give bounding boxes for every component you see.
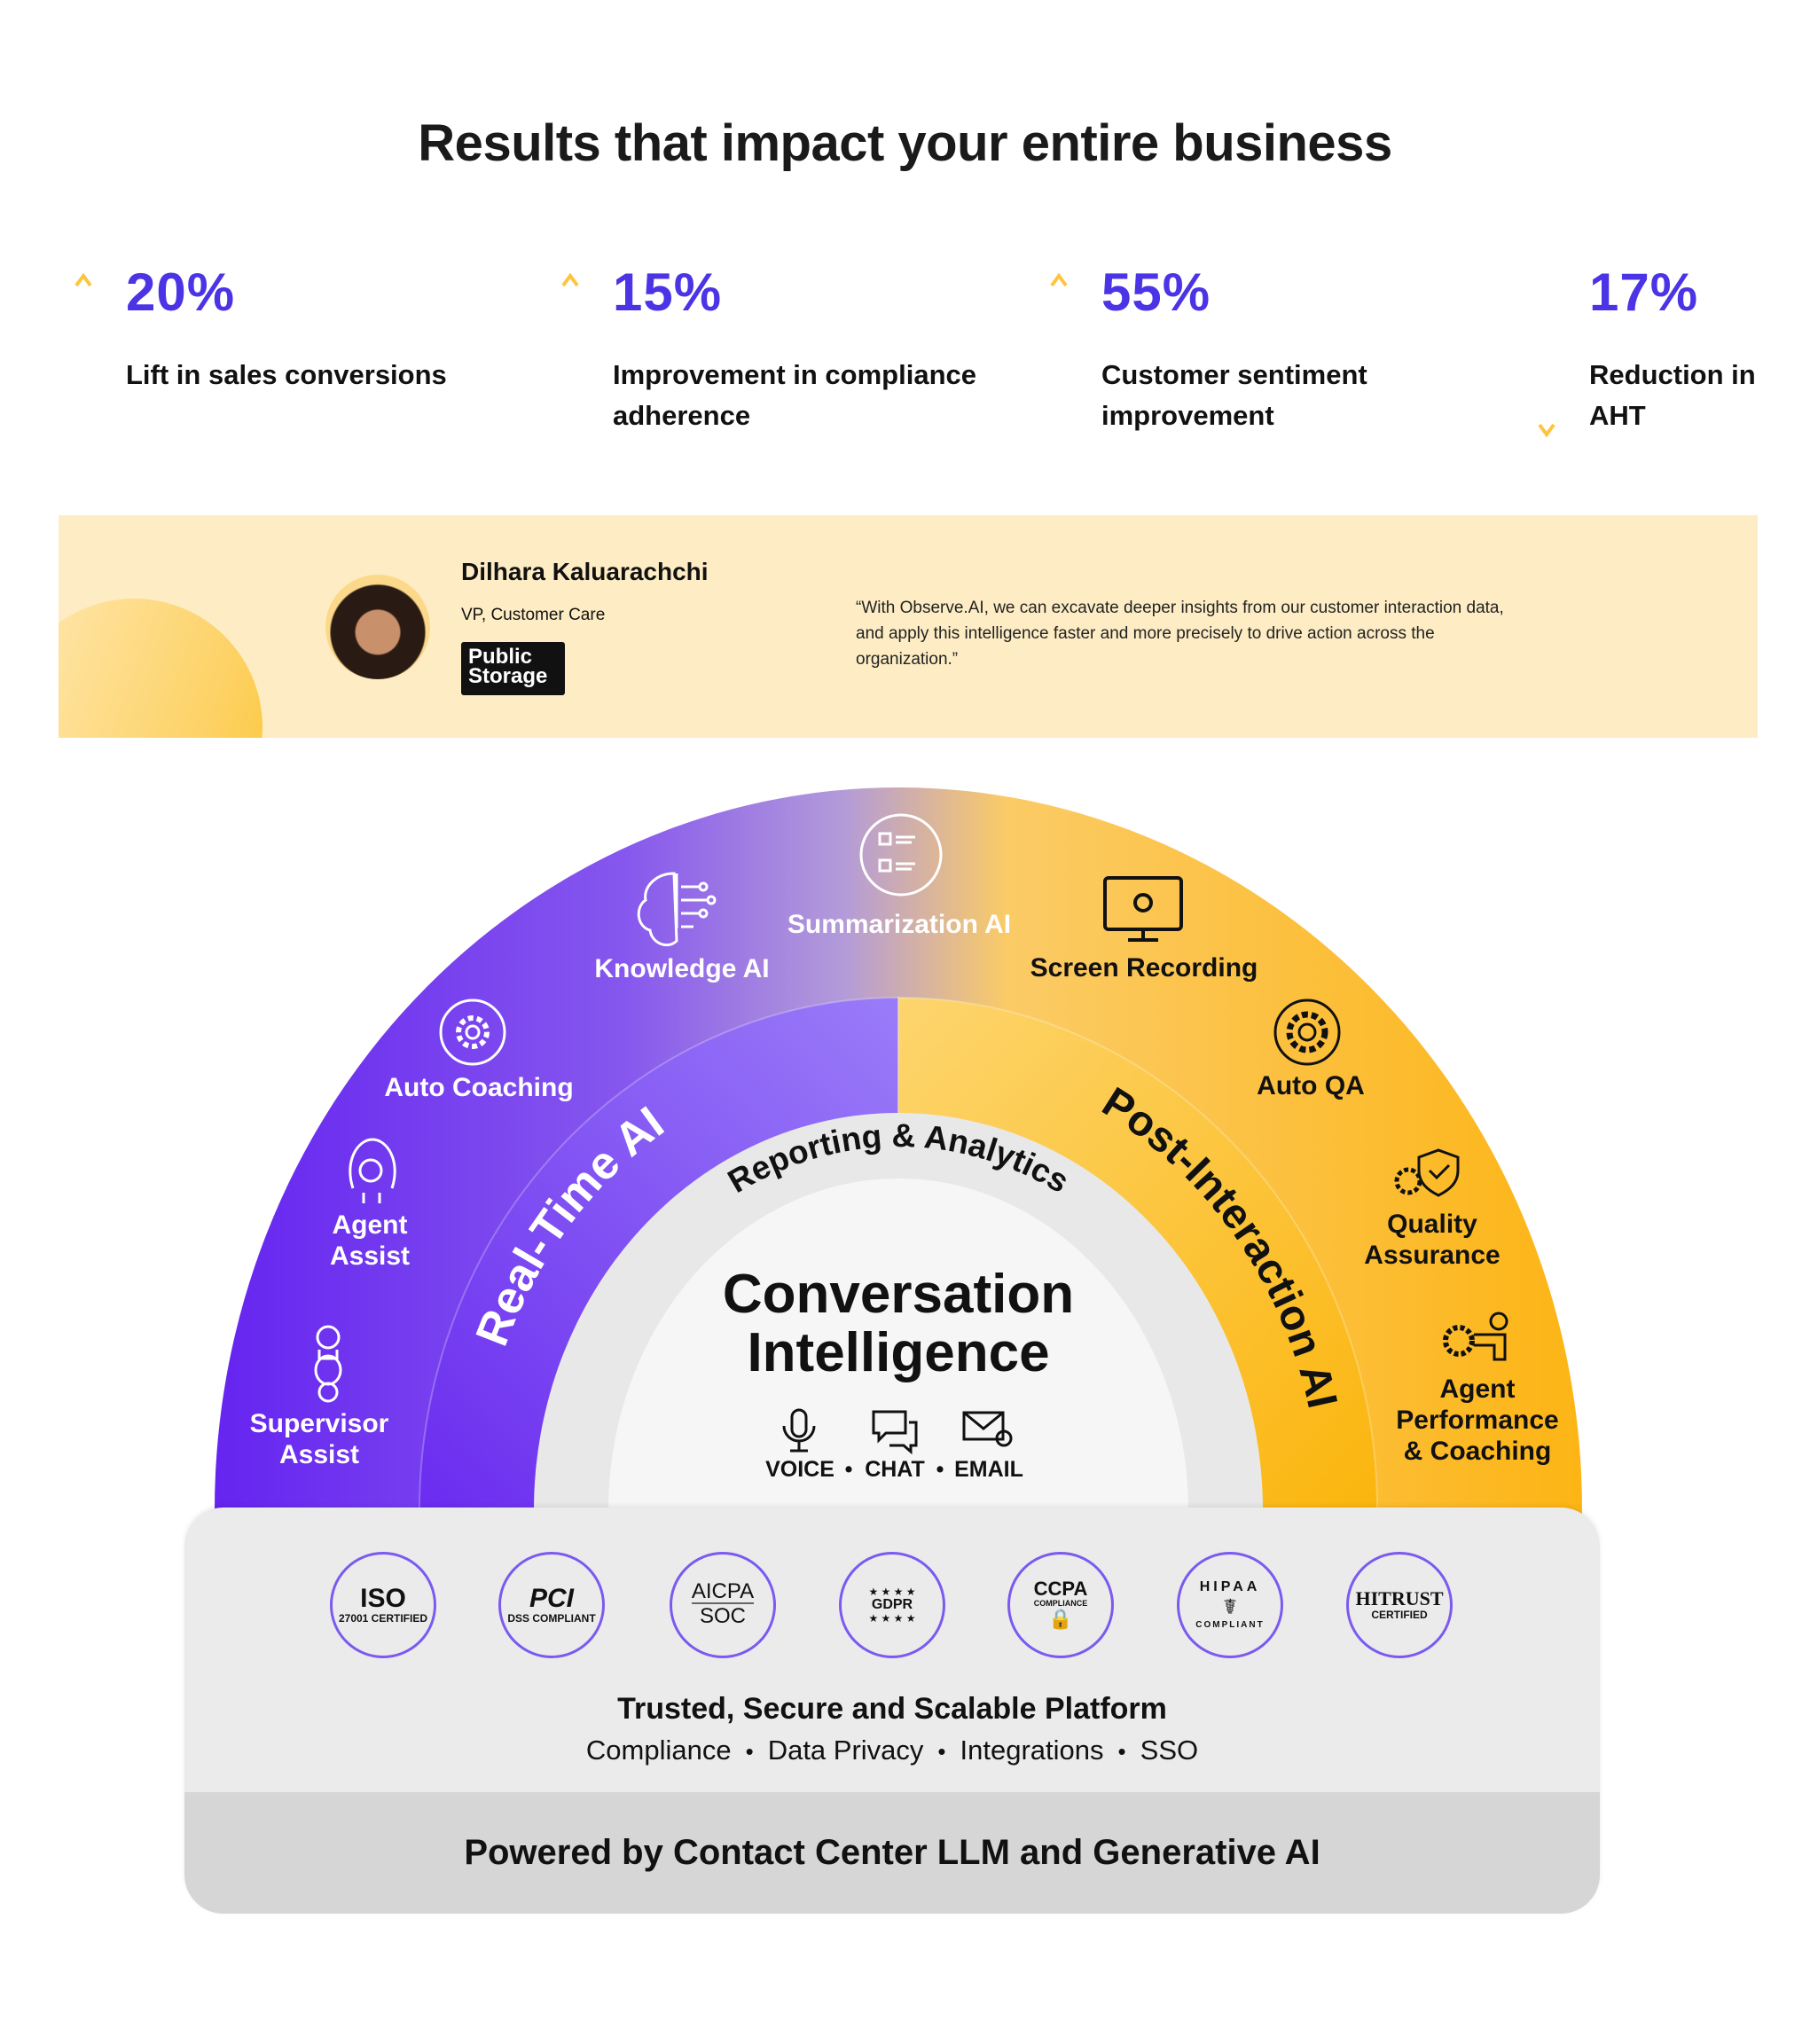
logo-text: Storage (468, 664, 548, 688)
avatar (325, 575, 430, 679)
stat-compliance: 15% Improvement in compliance adherence (561, 262, 1074, 443)
item-label: Auto QA (1257, 1071, 1365, 1100)
stat-label: Improvement in compliance (613, 359, 976, 390)
badge-subtitle: 27001 CERTIFIED (338, 1611, 428, 1625)
item-label: Knowledge AI (594, 954, 769, 983)
footer-banner: Powered by Contact Center LLM and Genera… (184, 1792, 1600, 1914)
stat-sentiment: 55% Customer sentiment improvement (1050, 262, 1563, 443)
badge-stars: ★ ★ ★ ★ (868, 1612, 916, 1625)
chat-icon (872, 1410, 918, 1455)
item-label: Auto Coaching (384, 1073, 573, 1102)
testimonial-banner: Dilhara Kaluarachchi VP, Customer Care P… (59, 515, 1758, 738)
monitor-icon (1103, 876, 1183, 942)
arrow-down-icon (1538, 273, 1555, 437)
center-title: Conversation (723, 1264, 1074, 1325)
badge-subtitle: COMPLIANT (1195, 1619, 1265, 1630)
item-label: Assist (330, 1241, 410, 1271)
badge-subtitle: CERTIFIED (1371, 1608, 1428, 1621)
arrow-up-icon (1050, 273, 1068, 437)
separator-dot: • (936, 1457, 944, 1482)
testimonial-quote: “With Observe.AI, we can excavate deeper… (856, 599, 1504, 669)
stat-value: 20% (126, 262, 236, 322)
badge-title: HIPAA (1199, 1578, 1261, 1594)
stat-label: Customer sentiment (1101, 359, 1367, 390)
channel-chat: CHAT (865, 1457, 925, 1482)
badge-stars: ★ ★ ★ ★ (868, 1585, 916, 1598)
gdpr-badge: ★ ★ ★ ★GDPR★ ★ ★ ★ (839, 1552, 945, 1658)
email-icon (962, 1411, 1013, 1447)
badge-subtitle: COMPLIANCE (1033, 1598, 1088, 1608)
checklist-icon (859, 813, 943, 897)
testimonial-name: Dilhara Kaluarachchi (461, 558, 709, 585)
stat-value: 55% (1101, 262, 1211, 322)
hipaa-badge: HIPAA☤COMPLIANT (1177, 1552, 1283, 1658)
channel-email: EMAIL (954, 1457, 1023, 1482)
arrow-up-icon (74, 273, 92, 437)
item-label: Agent (1440, 1374, 1516, 1404)
caduceus-icon: ☤ (1222, 1594, 1238, 1619)
center-title: Intelligence (747, 1322, 1049, 1383)
stat-label: Reduction in (1589, 359, 1756, 390)
badge-title: PCI (529, 1583, 574, 1613)
brain-icon (637, 872, 717, 947)
badge-subtitle: DSS COMPLIANT (507, 1611, 596, 1625)
channel-voice: VOICE (765, 1457, 834, 1482)
stat-aht: 17% Reduction in AHT (1538, 262, 1810, 443)
item-label: Supervisor (250, 1409, 389, 1438)
badge-title: ISO (360, 1583, 406, 1613)
item-label: Summarization AI (787, 910, 1011, 939)
badge-title: CCPA (1033, 1577, 1088, 1600)
gear-refresh-icon (439, 999, 506, 1066)
item-label: Assist (279, 1440, 359, 1469)
supervisor-icon (314, 1325, 342, 1403)
stat-label: AHT (1589, 400, 1646, 431)
feature-sso: SSO (1104, 1735, 1199, 1766)
badge-subtitle: SOC (699, 1603, 746, 1628)
gear-cycle-icon (1273, 999, 1341, 1066)
lock-icon: 🔒 (1048, 1608, 1073, 1631)
badge-title: GDPR (871, 1597, 913, 1612)
arrow-up-icon (561, 273, 579, 437)
platform-title: Trusted, Secure and Scalable Platform (617, 1692, 1167, 1726)
item-label: & Coaching (1404, 1437, 1552, 1466)
microphone-icon (782, 1408, 816, 1453)
stat-label: adherence (613, 400, 751, 431)
gear-person-icon (1443, 1312, 1508, 1361)
feature-data-privacy: Data Privacy (732, 1735, 924, 1766)
badge-title: AICPA (691, 1578, 755, 1604)
item-label: Agent (333, 1210, 408, 1240)
item-label: Performance (1396, 1406, 1558, 1435)
center-core (608, 1179, 1188, 1516)
badge-title: HITRUST (1355, 1586, 1444, 1609)
item-label: Quality (1387, 1210, 1477, 1239)
testimonial-role: VP, Customer Care (461, 606, 606, 624)
item-label: Screen Recording (1030, 953, 1258, 983)
stat-value: 15% (613, 262, 723, 322)
logo-text: Public (468, 645, 533, 669)
stat-sales-conversions: 20% Lift in sales conversions (74, 262, 587, 443)
stat-label: improvement (1101, 400, 1274, 431)
feature-compliance: Compliance (585, 1735, 732, 1766)
stat-label: Lift in sales conversions (126, 359, 447, 390)
headset-icon (349, 1138, 396, 1203)
item-label: Assurance (1364, 1241, 1500, 1270)
stat-value: 17% (1589, 262, 1699, 322)
gear-shield-icon (1394, 1148, 1460, 1197)
platform-features: ComplianceData PrivacyIntegrationsSSO (184, 1735, 1600, 1766)
separator-dot: • (845, 1457, 853, 1482)
feature-integrations: Integrations (923, 1735, 1103, 1766)
page-title: Results that impact your entire business (418, 114, 1392, 172)
